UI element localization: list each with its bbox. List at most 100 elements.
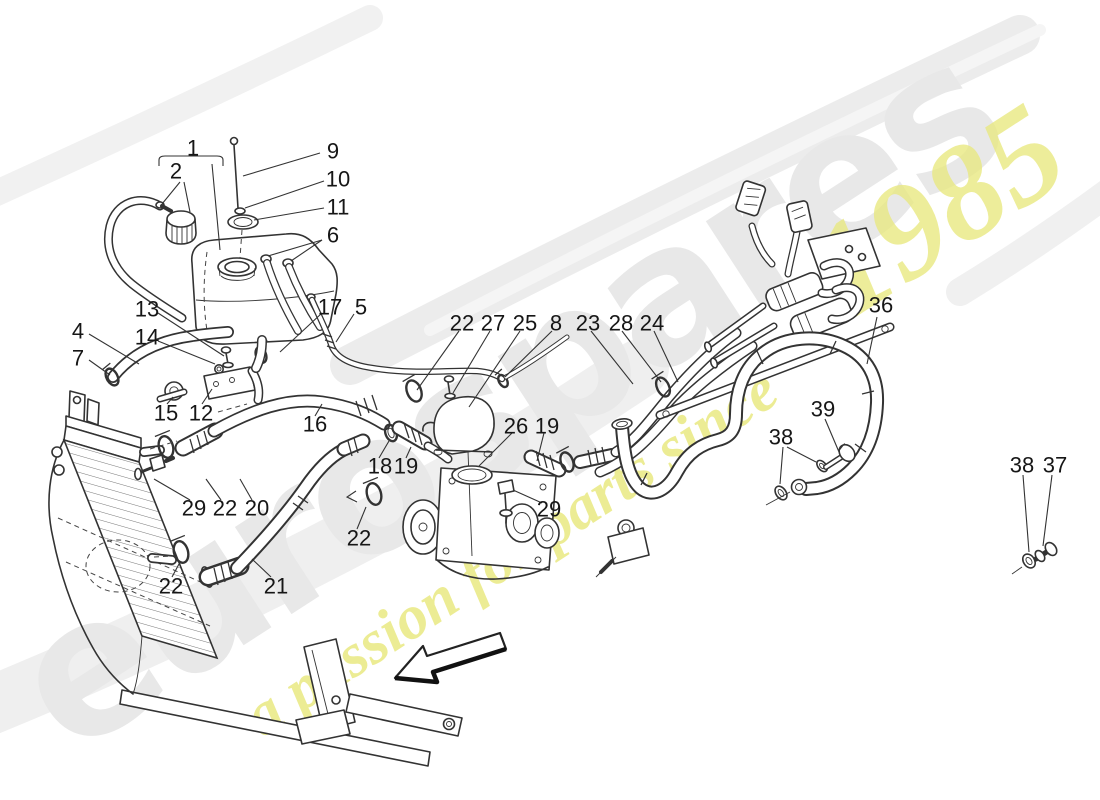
leader-line-22-31 [171,563,180,578]
bracket-plate [203,366,256,400]
leader-line-1-0 [211,163,221,251]
leader-line-16-14 [314,403,323,417]
leader-line-9-2 [242,152,321,177]
callout-22-29: 22 [213,496,237,521]
callout-12-13: 12 [189,401,213,426]
callout-6-5: 6 [327,223,339,248]
radiator-core [62,438,219,660]
callout-24-21: 24 [640,311,664,336]
water-union [595,519,650,578]
pump-body [435,467,557,571]
heater-hoses [531,333,752,474]
callout-26-22: 26 [504,414,528,439]
radiator-bracket-arm [345,693,463,737]
callout-11-4: 11 [327,195,350,220]
callout-8-18: 8 [550,311,562,336]
leader-line-36-33 [866,316,878,365]
leader-line-37-37 [1042,474,1053,547]
callout-4-6: 4 [72,319,84,344]
level-rod-assembly [227,136,259,259]
radiator [48,390,463,767]
leader-line-22-15 [416,330,460,391]
callout-19-25: 19 [394,454,418,479]
thermostat-cover [433,395,495,455]
leader-line-6-5 [290,239,323,262]
leader-line-17-10 [279,312,323,353]
leader-line-19-25 [405,446,412,459]
leader-line-22-27 [356,506,367,530]
leader-line-15-12 [166,396,174,405]
cap-seal [227,214,259,230]
tank-cap-assembly [108,200,197,318]
leader-line-2-1 [183,181,191,213]
callout-27-16: 27 [481,311,505,336]
callout-bracket-1 [158,155,224,166]
callout-13-8: 13 [135,297,159,322]
callout-25-17: 25 [513,311,537,336]
leader-line-6-5 [267,239,323,257]
callout-22-31: 22 [159,574,183,599]
leader-line-23-19 [590,330,634,385]
swoosh-right [946,181,1100,306]
callout-16-14: 16 [303,412,327,437]
callout-10-3: 10 [326,167,350,192]
callout-29-26: 29 [537,497,561,522]
tank-to-radiator-hose [102,332,228,481]
tank-support-bracket [160,335,268,400]
leader-line-11-4 [253,207,325,221]
banjo-eyelet [790,478,808,496]
leader-line-24-21 [653,330,679,383]
upper-hose-run [149,395,448,460]
leader-line-10-3 [244,180,325,209]
bolt-washer-pair [1011,541,1058,575]
callout-20-30: 20 [245,496,269,521]
leader-line-8-18 [504,330,553,378]
leader-line-22-29 [205,478,222,501]
radiator-bracket [303,638,356,731]
electrical-connector [735,180,767,217]
swoosh-top-left [0,5,383,206]
leader-line-13-8 [157,312,225,357]
leader-line-25-17 [468,330,521,408]
callout-7-7: 7 [72,346,84,371]
electrical-connector [786,200,813,234]
callout-22-27: 22 [347,526,371,551]
leader-line-38-35 [786,446,817,463]
callout-29-28: 29 [182,496,206,521]
direction-arrow [393,631,508,685]
leader-line-14-9 [157,340,216,365]
leader-line-38-36 [1022,474,1030,553]
callout-2-1: 2 [170,159,182,184]
expansion-tank [191,232,338,345]
callout-17-10: 17 [318,295,342,320]
leader-line-28-20 [621,330,662,383]
breather-hose [312,300,567,389]
callout-36-33: 36 [869,293,893,318]
leader-line-4-6 [88,333,140,365]
heater-return-hose [611,338,877,506]
callout-21-32: 21 [264,574,288,599]
callout-39-34: 39 [811,397,835,422]
callout-37-37: 37 [1043,453,1067,478]
solenoid-valve-assembly [703,180,881,369]
leader-line-12-13 [201,388,213,405]
leader-line-26-22 [478,432,513,467]
callout-38-35: 38 [769,425,793,450]
callout-28-20: 28 [609,311,633,336]
callout-18-24: 18 [368,454,392,479]
leader-line-21-32 [251,558,272,578]
water-pump-assembly [402,373,560,580]
swoosh-main-highlight [424,24,1046,336]
leader-line-2-1 [161,181,181,205]
clamp-pointer-arrow [345,490,358,503]
lower-radiator-hose [153,438,383,588]
filler-neck [217,257,257,277]
callout-23-19: 23 [576,311,600,336]
callout-19-23: 19 [535,414,559,439]
strap-bracket [655,322,895,420]
leader-line-20-30 [239,478,253,501]
leader-line-7-7 [88,359,111,376]
